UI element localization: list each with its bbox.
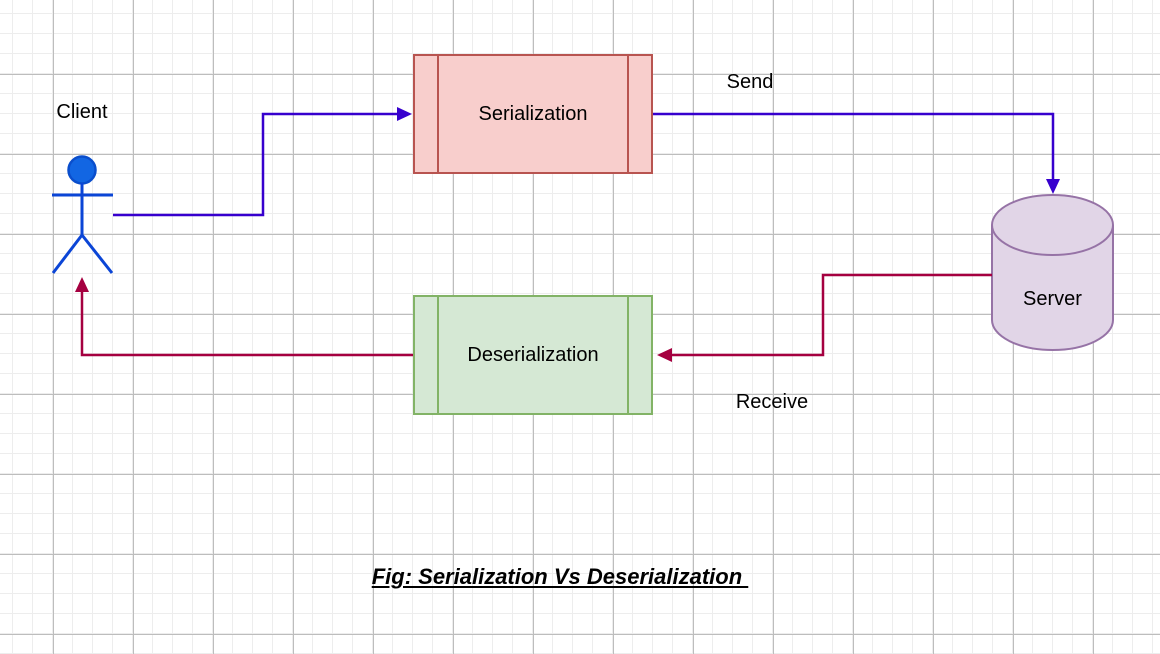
process-inner-line bbox=[627, 297, 629, 413]
deserialization-label: Deserialization bbox=[467, 343, 599, 366]
send-edge-label: Send bbox=[726, 71, 774, 93]
figure-caption: Fig: Serialization Vs Deserialization bbox=[371, 564, 749, 589]
edge-client-to-serialization[interactable] bbox=[113, 107, 412, 217]
receive-edge-label: Receive bbox=[735, 391, 809, 413]
process-inner-line bbox=[437, 297, 439, 413]
server-cylinder[interactable] bbox=[991, 194, 1114, 351]
process-inner-line bbox=[627, 56, 629, 172]
serialization-box[interactable]: Serialization bbox=[413, 54, 653, 174]
server-label: Server bbox=[1023, 288, 1082, 310]
actor-head bbox=[67, 155, 97, 185]
process-inner-line bbox=[437, 56, 439, 172]
arrowhead-up-icon bbox=[75, 277, 89, 292]
arrowhead-left-icon bbox=[657, 348, 672, 362]
edge-receive-to-deserialization[interactable] bbox=[657, 273, 992, 362]
arrowhead-right-icon bbox=[397, 107, 412, 121]
edge-deserialization-to-client[interactable] bbox=[75, 277, 413, 357]
cylinder-body bbox=[991, 225, 1114, 351]
client-label: Client bbox=[56, 101, 108, 123]
serialization-label: Serialization bbox=[478, 102, 588, 125]
deserialization-box[interactable]: Deserialization bbox=[413, 295, 653, 415]
edge-send-to-server[interactable] bbox=[653, 112, 1060, 194]
client-actor-icon[interactable] bbox=[51, 155, 114, 274]
arrowhead-down-icon bbox=[1046, 179, 1060, 194]
actor-right-leg bbox=[80, 234, 114, 274]
cylinder-top bbox=[991, 194, 1114, 256]
actor-left-leg bbox=[51, 234, 84, 274]
